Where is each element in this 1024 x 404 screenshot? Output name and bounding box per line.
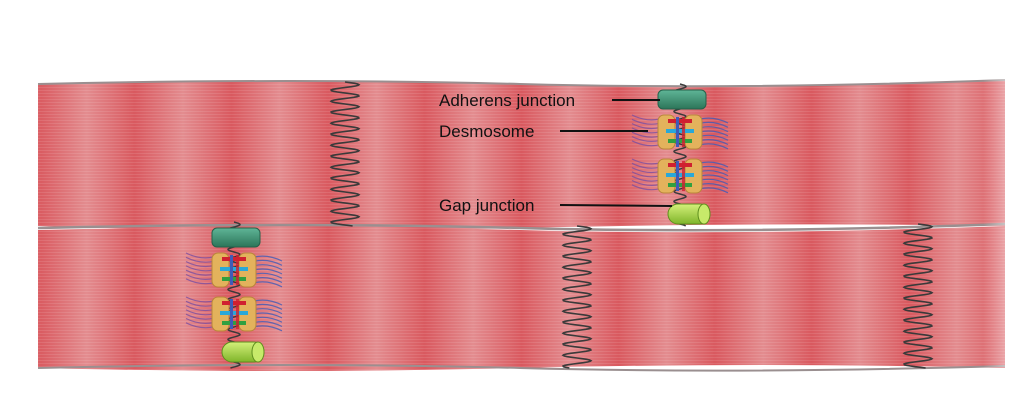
- adherens-junction-shape: [657, 89, 707, 110]
- adherens-junction-label: Adherens junction: [439, 91, 575, 110]
- gap-junction-label: Gap junction: [439, 196, 534, 215]
- disc-wave-bottom-middle: [561, 225, 593, 369]
- adherens-junction-shape: [211, 227, 261, 248]
- desmosome-label: Desmosome: [439, 122, 534, 141]
- desmosome-shape: [631, 158, 729, 194]
- desmosome-shape: [185, 252, 283, 288]
- leader-lines: [559, 99, 673, 207]
- intercalated-disc-membranes: [329, 81, 934, 369]
- disc-wave-top-left: [329, 81, 361, 227]
- edge-fade: [0, 70, 1024, 380]
- gap-junction-shape: [667, 203, 711, 225]
- desmosome-shape: [631, 114, 729, 150]
- junction-cluster-bottom: [185, 221, 283, 369]
- junction-clusters: [185, 83, 729, 369]
- disc-wave-bottom-right: [902, 223, 934, 369]
- junction-cluster-top: [631, 83, 729, 227]
- gap-leader-line: [559, 204, 673, 207]
- desmosome-shape: [185, 296, 283, 332]
- gap-junction-shape: [221, 341, 265, 363]
